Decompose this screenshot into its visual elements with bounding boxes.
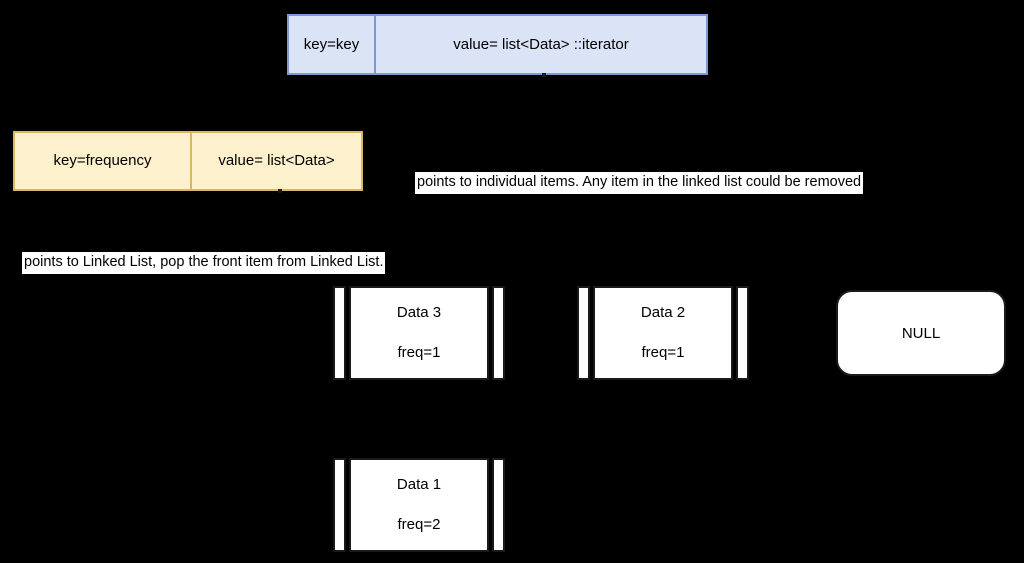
node-data-2-prev-pointer — [577, 286, 590, 380]
null-terminator[interactable]: NULL — [836, 290, 1006, 376]
iterator-connector-stub — [542, 73, 546, 77]
frequency-note-label: points to Linked List, pop the front ite… — [22, 252, 386, 274]
node-data-1-title: Data 1 — [396, 475, 442, 493]
node-data-2-body: Data 2 freq=1 — [593, 286, 733, 380]
node-data-1-body: Data 1 freq=2 — [349, 458, 489, 552]
node-data-3[interactable]: Data 3 freq=1 — [333, 286, 505, 380]
frequency-connector-stub — [278, 189, 282, 193]
node-data-3-next-pointer — [492, 286, 505, 380]
node-data-2-title: Data 2 — [640, 303, 686, 321]
node-data-1-freq: freq=2 — [397, 516, 441, 534]
node-data-3-freq: freq=1 — [397, 344, 441, 362]
node-data-2-next-pointer — [736, 286, 749, 380]
node-data-3-title: Data 3 — [396, 303, 442, 321]
node-data-3-prev-pointer — [333, 286, 346, 380]
iterator-map-entry[interactable]: key=key value= list<Data> ::iterator — [287, 14, 708, 77]
null-terminator-label: NULL — [901, 324, 941, 342]
node-data-1[interactable]: Data 1 freq=2 — [333, 458, 505, 552]
node-data-1-prev-pointer — [333, 458, 346, 552]
node-data-2-freq: freq=1 — [641, 344, 685, 362]
frequency-map-entry-value: value= list<Data> — [190, 133, 361, 189]
node-data-3-body: Data 3 freq=1 — [349, 286, 489, 380]
frequency-map-entry-key: key=frequency — [53, 152, 152, 169]
iterator-note-label: points to individual items. Any item in … — [415, 172, 864, 194]
node-data-2[interactable]: Data 2 freq=1 — [577, 286, 749, 380]
node-data-1-next-pointer — [492, 458, 505, 552]
iterator-map-entry-value: value= list<Data> ::iterator — [374, 16, 706, 73]
frequency-map-entry[interactable]: key=frequency value= list<Data> — [13, 131, 363, 193]
iterator-map-entry-key: key=key — [303, 35, 360, 53]
